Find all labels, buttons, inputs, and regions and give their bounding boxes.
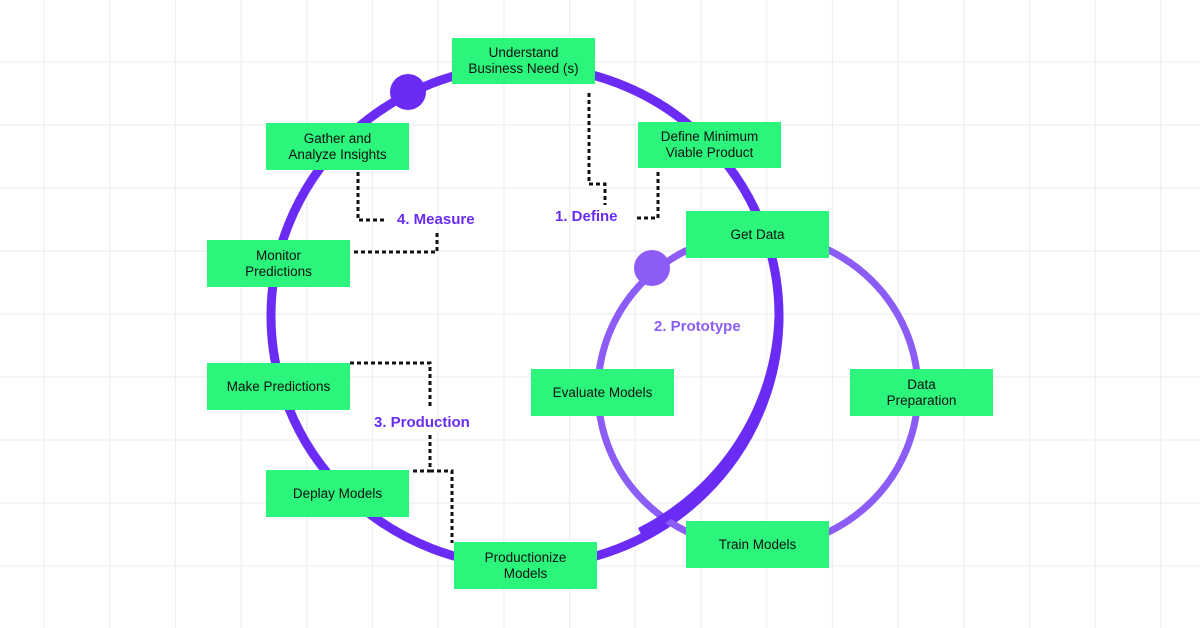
production-connector-2 xyxy=(410,435,432,473)
step-evaluate-models: Evaluate Models xyxy=(531,369,674,416)
prototype-cycle-start-dot xyxy=(634,250,670,286)
step-define-mvp: Define Minimum Viable Product xyxy=(638,122,781,168)
step-make-predictions: Make Predictions xyxy=(207,363,350,410)
phase-label-prototype: 2. Prototype xyxy=(654,318,741,335)
production-connector-1 xyxy=(350,361,432,409)
define-connector-2 xyxy=(634,172,660,220)
step-train-models: Train Models xyxy=(686,521,829,568)
step-monitor-predictions: Monitor Predictions xyxy=(207,240,350,287)
step-get-data: Get Data xyxy=(686,211,829,258)
measure-connector-1 xyxy=(356,172,384,222)
measure-connector-2 xyxy=(354,232,439,254)
phase-label-define: 1. Define xyxy=(555,208,618,225)
outer-cycle-start-dot xyxy=(390,74,426,110)
phase-label-measure: 4. Measure xyxy=(397,211,475,228)
step-deploy-models: Deplay Models xyxy=(266,470,409,517)
step-productionize-models: Productionize Models xyxy=(454,542,597,589)
define-connector-1 xyxy=(587,93,607,205)
phase-label-production: 3. Production xyxy=(374,414,470,431)
step-understand-business-need: Understand Business Need (s) xyxy=(452,38,595,84)
outer-cycle-overlap xyxy=(637,315,784,537)
step-gather-insights: Gather and Analyze Insights xyxy=(266,123,409,170)
step-data-preparation: Data Preparation xyxy=(850,369,993,416)
production-connector-3 xyxy=(430,469,454,543)
